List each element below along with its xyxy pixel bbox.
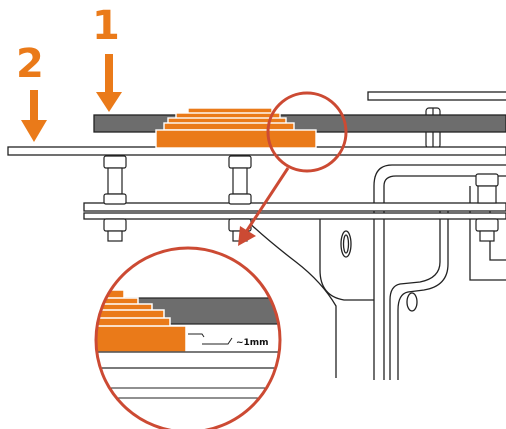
detail-focus-circle bbox=[266, 91, 348, 173]
callout-number-1: 1 bbox=[92, 3, 120, 49]
callout-number-2: 2 bbox=[16, 41, 44, 87]
orange-stack bbox=[155, 107, 317, 149]
arrow-2-icon bbox=[21, 90, 47, 142]
rails bbox=[83, 202, 506, 220]
dimension-label: ~1mm bbox=[236, 338, 269, 348]
detail-lens: ~1mm bbox=[94, 246, 282, 429]
arrow-1-icon bbox=[96, 54, 122, 112]
magnify-arrow bbox=[238, 167, 290, 246]
